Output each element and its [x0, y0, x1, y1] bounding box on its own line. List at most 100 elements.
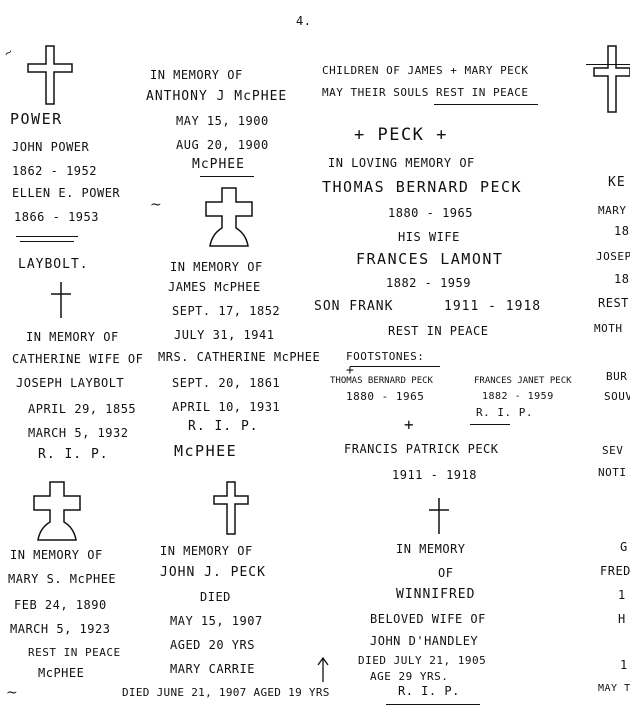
john-peck-aged: AGED 20 YRS: [170, 638, 255, 652]
children-line: CHILDREN OF JAMES + MARY PECK: [322, 64, 529, 77]
mary-born: FEB 24, 1890: [14, 598, 107, 612]
divider: [470, 424, 510, 425]
frank-dates: 1911 - 1918: [444, 299, 542, 314]
of-label: OF: [438, 566, 454, 580]
col4-text: KE: [608, 175, 626, 190]
col4-text: BUR: [606, 370, 628, 383]
catherine-died: APRIL 10, 1931: [172, 400, 281, 414]
in-memory-label: IN MEMORY OF: [26, 330, 119, 344]
laybolt-born: APRIL 29, 1855: [28, 402, 137, 416]
in-memory-label: IN MEMORY OF: [150, 68, 243, 82]
col4-text: 18: [614, 224, 630, 238]
cross-icon: [33, 481, 81, 541]
divider: [16, 236, 78, 237]
james-born: SEPT. 17, 1852: [172, 304, 281, 318]
plus-mark: +: [404, 415, 415, 434]
divider: [350, 366, 440, 367]
anthony-born: MAY 15, 1900: [176, 114, 269, 128]
in-memory-label: IN MEMORY: [396, 542, 466, 556]
mcphee-header-2: McPHEE: [174, 442, 238, 460]
winnifred-age: AGE 29 YRS.: [370, 670, 449, 683]
catherine-born: SEPT. 20, 1861: [172, 376, 281, 390]
joseph-laybolt: JOSEPH LAYBOLT: [16, 376, 125, 390]
divider: [434, 104, 538, 105]
ellen-power: ELLEN E. POWER: [12, 186, 121, 200]
plus-mark: +: [346, 363, 355, 378]
handwritten-note: ~: [0, 44, 17, 61]
divider: [386, 704, 480, 705]
frances-dates: 1882 - 1959: [386, 276, 471, 290]
laybolt-died: MARCH 5, 1932: [28, 426, 129, 440]
col4-text: MARY: [598, 204, 627, 217]
anthony-died: AUG 20, 1900: [176, 138, 269, 152]
divider: [200, 176, 254, 177]
mary-carrie: MARY CARRIE: [170, 662, 255, 676]
cross-icon: [213, 481, 249, 535]
died-label: DIED: [200, 590, 231, 604]
col4-text: 1: [620, 658, 628, 672]
may-souls-line: MAY THEIR SOULS REST IN PEACE: [322, 86, 529, 99]
james-mcphee: JAMES McPHEE: [168, 280, 261, 294]
winnifred: WINNIFRED: [396, 587, 476, 602]
son-frank: SON FRANK: [314, 299, 394, 314]
in-memory-label: IN MEMORY OF: [10, 548, 103, 562]
mary-mcphee: MARY S. McPHEE: [8, 572, 117, 586]
col4-text: MOTH: [594, 322, 623, 335]
rest-in-peace: REST IN PEACE: [388, 324, 489, 338]
john-power-dates: 1862 - 1952: [12, 164, 97, 178]
john-power: JOHN POWER: [12, 140, 90, 154]
frances-lamont: FRANCES LAMONT: [356, 250, 504, 268]
col4-text: G: [620, 540, 628, 554]
col4-text: SOUV: [604, 390, 630, 403]
col4-text: NOTI: [598, 466, 627, 479]
col4-text: H: [618, 612, 626, 626]
page-number: 4.: [296, 14, 312, 28]
cross-icon: [51, 282, 71, 318]
cross-icon: [593, 45, 630, 113]
john-j-peck: JOHN J. PECK: [160, 565, 266, 580]
peck-header: + PECK +: [354, 125, 448, 145]
catherine-line: CATHERINE WIFE OF: [12, 352, 144, 366]
footstone-frances: FRANCES JANET PECK: [474, 376, 572, 386]
beloved-wife: BELOVED WIFE OF: [370, 612, 486, 626]
mcphee-rip: R. I. P.: [188, 419, 259, 434]
anthony-mcphee: ANTHONY J McPHEE: [146, 89, 288, 104]
footstone-rip: R. I. P.: [476, 406, 533, 419]
in-memory-label: IN MEMORY OF: [160, 544, 253, 558]
cross-icon: [27, 45, 73, 105]
handwritten-note: ~: [150, 197, 163, 213]
col4-text: FRED: [600, 564, 630, 578]
cross-icon: [205, 187, 253, 247]
john-dhandley: JOHN D'HANDLEY: [370, 634, 479, 648]
loving-memory-label: IN LOVING MEMORY OF: [328, 156, 475, 170]
ellen-power-dates: 1866 - 1953: [14, 210, 99, 224]
mcphee-footer: McPHEE: [38, 666, 85, 680]
col4-text: MAY T: [598, 683, 630, 694]
rest-in-peace: REST IN PEACE: [28, 646, 121, 659]
divider: [20, 241, 74, 242]
mrs-catherine-mcphee: MRS. CATHERINE McPHEE: [158, 350, 321, 364]
arrow-up-icon: [317, 656, 329, 682]
winnifred-rip: R. I. P.: [398, 684, 460, 698]
winnifred-died: DIED JULY 21, 1905: [358, 654, 487, 667]
john-peck-died: MAY 15, 1907: [170, 614, 263, 628]
footstone-frances-dates: 1882 - 1959: [482, 391, 554, 402]
mcphee-header: McPHEE: [192, 157, 245, 172]
footstone-thomas: THOMAS BERNARD PECK: [330, 376, 433, 386]
col4-text: REST: [598, 296, 629, 310]
in-memory-label: IN MEMORY OF: [170, 260, 263, 274]
footstones-label: FOOTSTONES:: [346, 350, 425, 363]
power-header: POWER: [10, 110, 63, 128]
mary-died: MARCH 5, 1923: [10, 622, 111, 636]
james-died: JULY 31, 1941: [174, 328, 275, 342]
thomas-dates: 1880 - 1965: [388, 206, 473, 220]
col4-text: 18: [614, 272, 630, 286]
col4-text: 1: [618, 588, 626, 602]
col4-text: JOSEP: [596, 250, 630, 263]
his-wife-label: HIS WIFE: [398, 230, 460, 244]
mary-carrie-died-line: DIED JUNE 21, 1907 AGED 19 YRS: [122, 686, 330, 699]
col4-text: SEV: [602, 444, 624, 457]
handwritten-note: ~: [6, 685, 19, 701]
laybolt-rip: R. I. P.: [38, 447, 109, 462]
francis-patrick-peck: FRANCIS PATRICK PECK: [344, 442, 499, 456]
